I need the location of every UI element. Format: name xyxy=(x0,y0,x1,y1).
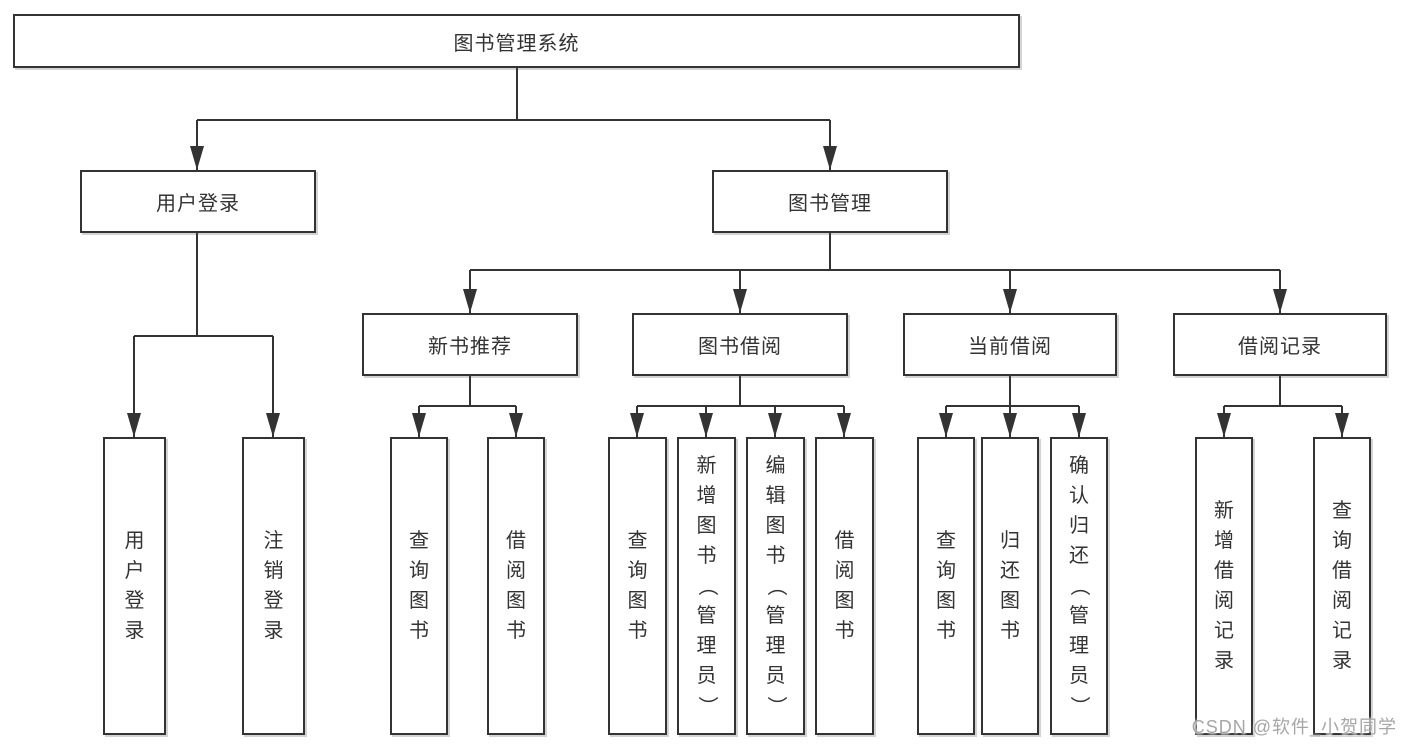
node-user-login: 用户登录 xyxy=(80,170,316,233)
leaf-query-books-borrowing: 查询图书 xyxy=(608,437,667,735)
leaf-confirm-return-admin: 确认归还（管理员） xyxy=(1050,437,1108,735)
node-borrowing-records: 借阅记录 xyxy=(1173,313,1387,376)
node-new-book-recommendation: 新书推荐 xyxy=(362,313,578,376)
leaf-add-books-admin: 新增图书（管理员） xyxy=(677,437,736,735)
node-current-borrowing: 当前借阅 xyxy=(903,313,1117,376)
node-book-borrowing: 图书借阅 xyxy=(632,313,848,376)
leaf-edit-books-admin: 编辑图书（管理员） xyxy=(746,437,805,735)
leaf-borrow-books: 借阅图书 xyxy=(815,437,874,735)
csdn-watermark: CSDN @软件_小贺同学 xyxy=(1191,717,1397,737)
leaf-borrow-books-recommendation: 借阅图书 xyxy=(487,437,545,735)
node-book-management: 图书管理 xyxy=(712,170,948,233)
leaf-query-borrow-record: 查询借阅记录 xyxy=(1313,437,1371,735)
node-library-management-system: 图书管理系统 xyxy=(13,14,1020,68)
leaf-return-books: 归还图书 xyxy=(981,437,1039,735)
leaf-query-books-recommendation: 查询图书 xyxy=(390,437,448,735)
leaf-add-borrow-record: 新增借阅记录 xyxy=(1195,437,1253,735)
leaf-user-login: 用户登录 xyxy=(103,437,166,735)
leaf-logout: 注销登录 xyxy=(242,437,305,735)
leaf-query-books-current: 查询图书 xyxy=(917,437,975,735)
